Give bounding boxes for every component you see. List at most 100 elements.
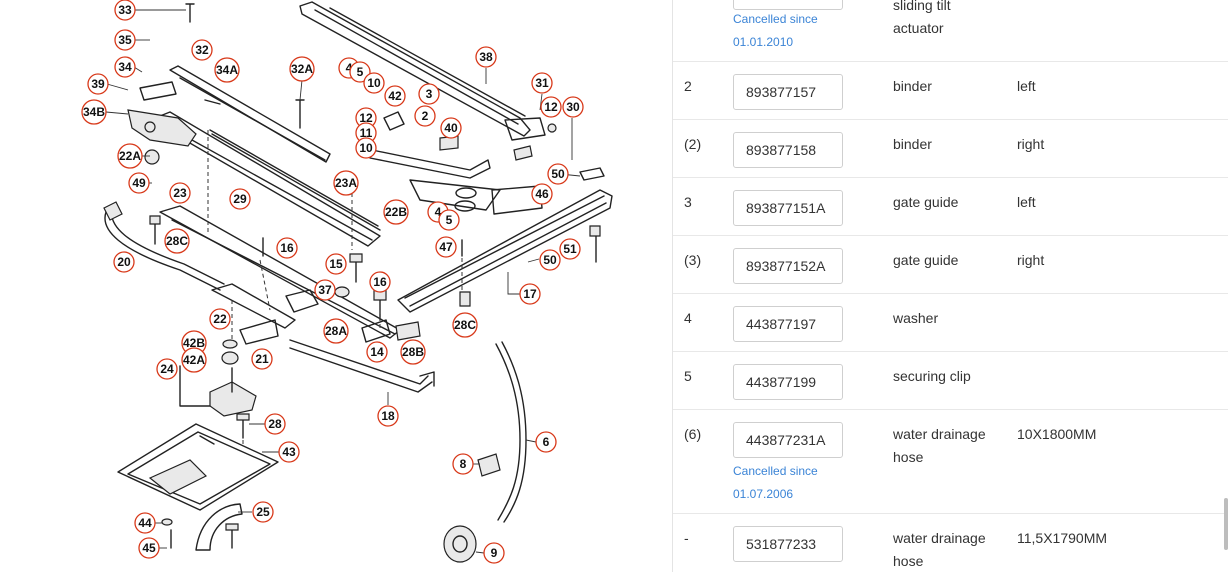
callout-24[interactable]: 24 [156, 358, 178, 380]
cancelled-note: Cancelled since 01.01.2010 [733, 8, 853, 54]
callout-45[interactable]: 45 [138, 537, 160, 559]
callout-label: 18 [381, 409, 395, 423]
part-number-field[interactable]: 893877152A [733, 248, 843, 284]
callout-label: 42A [183, 353, 205, 367]
callout-10[interactable]: 10 [355, 137, 377, 159]
part-number-field[interactable]: 531877233 [733, 526, 843, 562]
part-number-field[interactable]: 893877158 [733, 132, 843, 168]
callout-label: 49 [132, 176, 146, 190]
position-number: (3) [684, 252, 702, 268]
callout-28a[interactable]: 28A [323, 318, 349, 344]
callout-12[interactable]: 12 [355, 107, 377, 129]
callout-circle [483, 542, 505, 564]
callout-40[interactable]: 40 [440, 117, 462, 139]
callout-label: 46 [535, 187, 549, 201]
callout-circle [562, 96, 584, 118]
callout-22a[interactable]: 22A [117, 143, 143, 169]
callout-28c[interactable]: 28C [164, 228, 190, 254]
callout-label: 4 [346, 61, 353, 75]
callout-21[interactable]: 21 [251, 348, 273, 370]
callout-39[interactable]: 39 [87, 73, 109, 95]
callout-circle [559, 238, 581, 260]
callout-35[interactable]: 35 [114, 29, 136, 51]
part-number-field[interactable]: 893877157 [733, 74, 843, 110]
callout-28b[interactable]: 28B [400, 339, 426, 365]
top-left-bracket [127, 81, 197, 165]
callout-16[interactable]: 16 [369, 271, 391, 293]
callout-42a[interactable]: 42A [181, 347, 207, 373]
callout-label: 4 [435, 205, 442, 219]
callout-5[interactable]: 5 [349, 61, 371, 83]
callout-49[interactable]: 49 [128, 172, 150, 194]
callout-label: 47 [439, 240, 453, 254]
part-note: left [1017, 78, 1036, 94]
callout-circle [251, 348, 273, 370]
callout-circle [252, 501, 274, 523]
callout-14[interactable]: 14 [366, 341, 388, 363]
callout-15[interactable]: 15 [325, 253, 347, 275]
callout-23[interactable]: 23 [169, 182, 191, 204]
callout-6[interactable]: 6 [535, 431, 557, 453]
callout-30[interactable]: 30 [562, 96, 584, 118]
callout-circle [81, 99, 107, 125]
base-plate [117, 423, 279, 511]
callout-17[interactable]: 17 [519, 283, 541, 305]
callout-28c[interactable]: 28C [452, 312, 478, 338]
callout-10[interactable]: 10 [363, 72, 385, 94]
callout-11[interactable]: 11 [355, 122, 377, 144]
callout-label: 43 [282, 445, 296, 459]
callout-18[interactable]: 18 [377, 405, 399, 427]
callout-22[interactable]: 22 [209, 308, 231, 330]
callout-33[interactable]: 33 [114, 0, 136, 21]
callout-51[interactable]: 51 [559, 238, 581, 260]
description-line: actuator [893, 20, 944, 36]
callout-circle [400, 339, 426, 365]
callout-31[interactable]: 31 [531, 72, 553, 94]
part-note: right [1017, 252, 1045, 268]
callout-2[interactable]: 2 [414, 105, 436, 127]
callout-50[interactable]: 50 [547, 163, 569, 185]
callout-29[interactable]: 29 [229, 188, 251, 210]
callout-25[interactable]: 25 [252, 501, 274, 523]
motor-mount [179, 365, 257, 417]
callout-32a[interactable]: 32A [289, 56, 315, 82]
callout-5[interactable]: 5 [438, 209, 460, 231]
position-number: (2) [684, 136, 702, 152]
callout-8[interactable]: 8 [452, 453, 474, 475]
callout-3[interactable]: 3 [418, 83, 440, 105]
callout-circle [452, 312, 478, 338]
part-number-field[interactable]: 443877197 [733, 306, 843, 342]
part-number-field[interactable]: 443877231A [733, 422, 843, 458]
callout-12[interactable]: 12 [540, 96, 562, 118]
callout-9[interactable]: 9 [483, 542, 505, 564]
callout-label: 40 [444, 121, 458, 135]
callout-label: 32 [195, 43, 209, 57]
callout-34[interactable]: 34 [114, 56, 136, 78]
callout-label: 22B [385, 205, 407, 219]
callout-label: 23 [173, 186, 187, 200]
callout-44[interactable]: 44 [134, 512, 156, 534]
part-number-field[interactable]: 443877199 [733, 364, 843, 400]
callout-46[interactable]: 46 [531, 183, 553, 205]
callout-42[interactable]: 42 [384, 85, 406, 107]
vertical-scrollbar[interactable] [1224, 498, 1228, 550]
callout-label: 50 [551, 167, 565, 181]
callout-23a[interactable]: 23A [333, 170, 359, 196]
callout-50[interactable]: 50 [539, 249, 561, 271]
callout-20[interactable]: 20 [113, 251, 135, 273]
callout-16[interactable]: 16 [276, 237, 298, 259]
callout-28[interactable]: 28 [264, 413, 286, 435]
callout-32[interactable]: 32 [191, 39, 213, 61]
callout-47[interactable]: 47 [435, 236, 457, 258]
callout-38[interactable]: 38 [475, 46, 497, 68]
callout-37[interactable]: 37 [314, 279, 336, 301]
callout-circle [333, 170, 359, 196]
part-number-field[interactable]: 893877151A [733, 190, 843, 226]
callout-34b[interactable]: 34B [81, 99, 107, 125]
part-note: 10X1800MM [1017, 426, 1097, 442]
callout-43[interactable]: 43 [278, 441, 300, 463]
callout-label: 25 [256, 505, 270, 519]
part-number-field[interactable] [733, 0, 843, 10]
callout-34a[interactable]: 34A [214, 57, 240, 83]
callout-22b[interactable]: 22B [383, 199, 409, 225]
